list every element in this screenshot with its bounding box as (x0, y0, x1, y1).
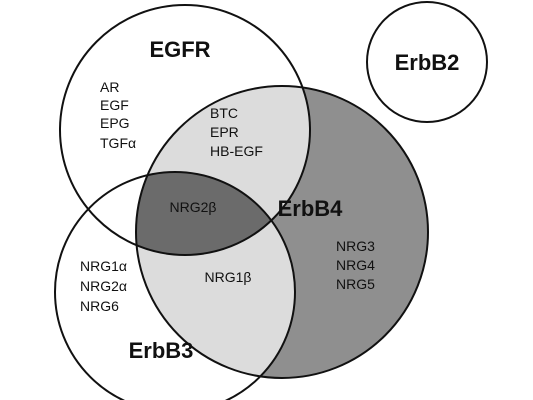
ligand-egf: EGF (100, 97, 129, 113)
ligand-btc: BTC (210, 105, 238, 121)
ligand-nrg4: NRG4 (336, 257, 375, 273)
erbb2-label: ErbB2 (395, 50, 460, 75)
ligand-epg: EPG (100, 115, 130, 131)
ligand-nrg2b: NRG2β (170, 199, 217, 215)
erbb4-circle-outline (135, 85, 429, 379)
ligand-nrg6: NRG6 (80, 298, 119, 314)
erbb3-circle-outline (54, 171, 296, 400)
ligand-nrg1a: NRG1α (80, 258, 127, 274)
ligand-ar: AR (100, 79, 119, 95)
ligand-nrg3: NRG3 (336, 238, 375, 254)
egfr-circle-outline (59, 4, 311, 256)
erbb3-label: ErbB3 (129, 338, 194, 363)
ligand-nrg2a: NRG2α (80, 278, 127, 294)
erbb2-circle-outline (366, 1, 488, 123)
ligand-tgfa: TGFα (100, 135, 136, 151)
egfr-label: EGFR (149, 37, 210, 62)
erbb4-label: ErbB4 (278, 196, 344, 221)
ligand-epr: EPR (210, 124, 239, 140)
ligand-nrg1b: NRG1β (205, 269, 252, 285)
ligand-nrg5: NRG5 (336, 276, 375, 292)
ligand-hb-egf: HB-EGF (210, 143, 263, 159)
